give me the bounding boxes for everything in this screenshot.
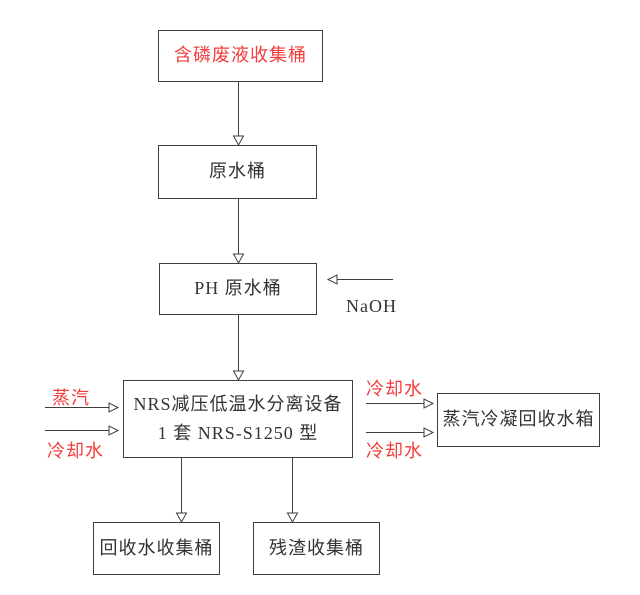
arrow-waste-to-raw <box>232 82 245 147</box>
node-residue-label: 残渣收集桶 <box>269 537 364 558</box>
node-recycled-water-tank: 回收水收集桶 <box>93 522 220 575</box>
node-ph-raw-water-tank: PH 原水桶 <box>159 263 317 315</box>
arrow-ph-to-separator <box>232 315 245 382</box>
arrow-separator-to-residue <box>286 458 299 524</box>
node-raw-water-tank: 原水桶 <box>158 145 317 199</box>
arrow-steam-input <box>45 402 120 413</box>
arrow-coolant-output-bottom <box>366 427 435 438</box>
arrow-coolant-output-top <box>366 398 435 409</box>
label-coolant-output-top: 冷却水 <box>366 379 423 399</box>
node-steam-condensate-label: 蒸汽冷凝回收水箱 <box>442 409 595 430</box>
separator-label-line1: NRS减压低温水分离设备 <box>133 393 343 414</box>
node-recycled-water-label: 回收水收集桶 <box>99 537 214 558</box>
label-coolant-output-bottom: 冷却水 <box>366 441 423 461</box>
node-waste-collection-label: 含磷废液收集桶 <box>174 45 307 66</box>
arrow-naoh-input <box>326 274 393 285</box>
node-steam-condensate-tank: 蒸汽冷凝回收水箱 <box>437 393 600 447</box>
label-coolant-input: 冷却水 <box>47 441 104 461</box>
node-raw-water-label: 原水桶 <box>209 161 266 182</box>
arrow-raw-to-ph <box>232 199 245 265</box>
node-waste-collection-tank: 含磷废液收集桶 <box>158 30 323 82</box>
node-separator-equipment: NRS减压低温水分离设备 1 套 NRS-S1250 型 <box>123 380 353 458</box>
arrow-separator-to-recycled <box>175 458 188 524</box>
node-residue-tank: 残渣收集桶 <box>253 522 380 575</box>
label-steam-input: 蒸汽 <box>52 388 90 408</box>
separator-label-line2: 1 套 NRS-S1250 型 <box>157 422 319 443</box>
node-ph-raw-water-label: PH 原水桶 <box>194 278 282 299</box>
arrow-coolant-input <box>45 425 120 436</box>
label-naoh-input: NaOH <box>346 296 397 316</box>
